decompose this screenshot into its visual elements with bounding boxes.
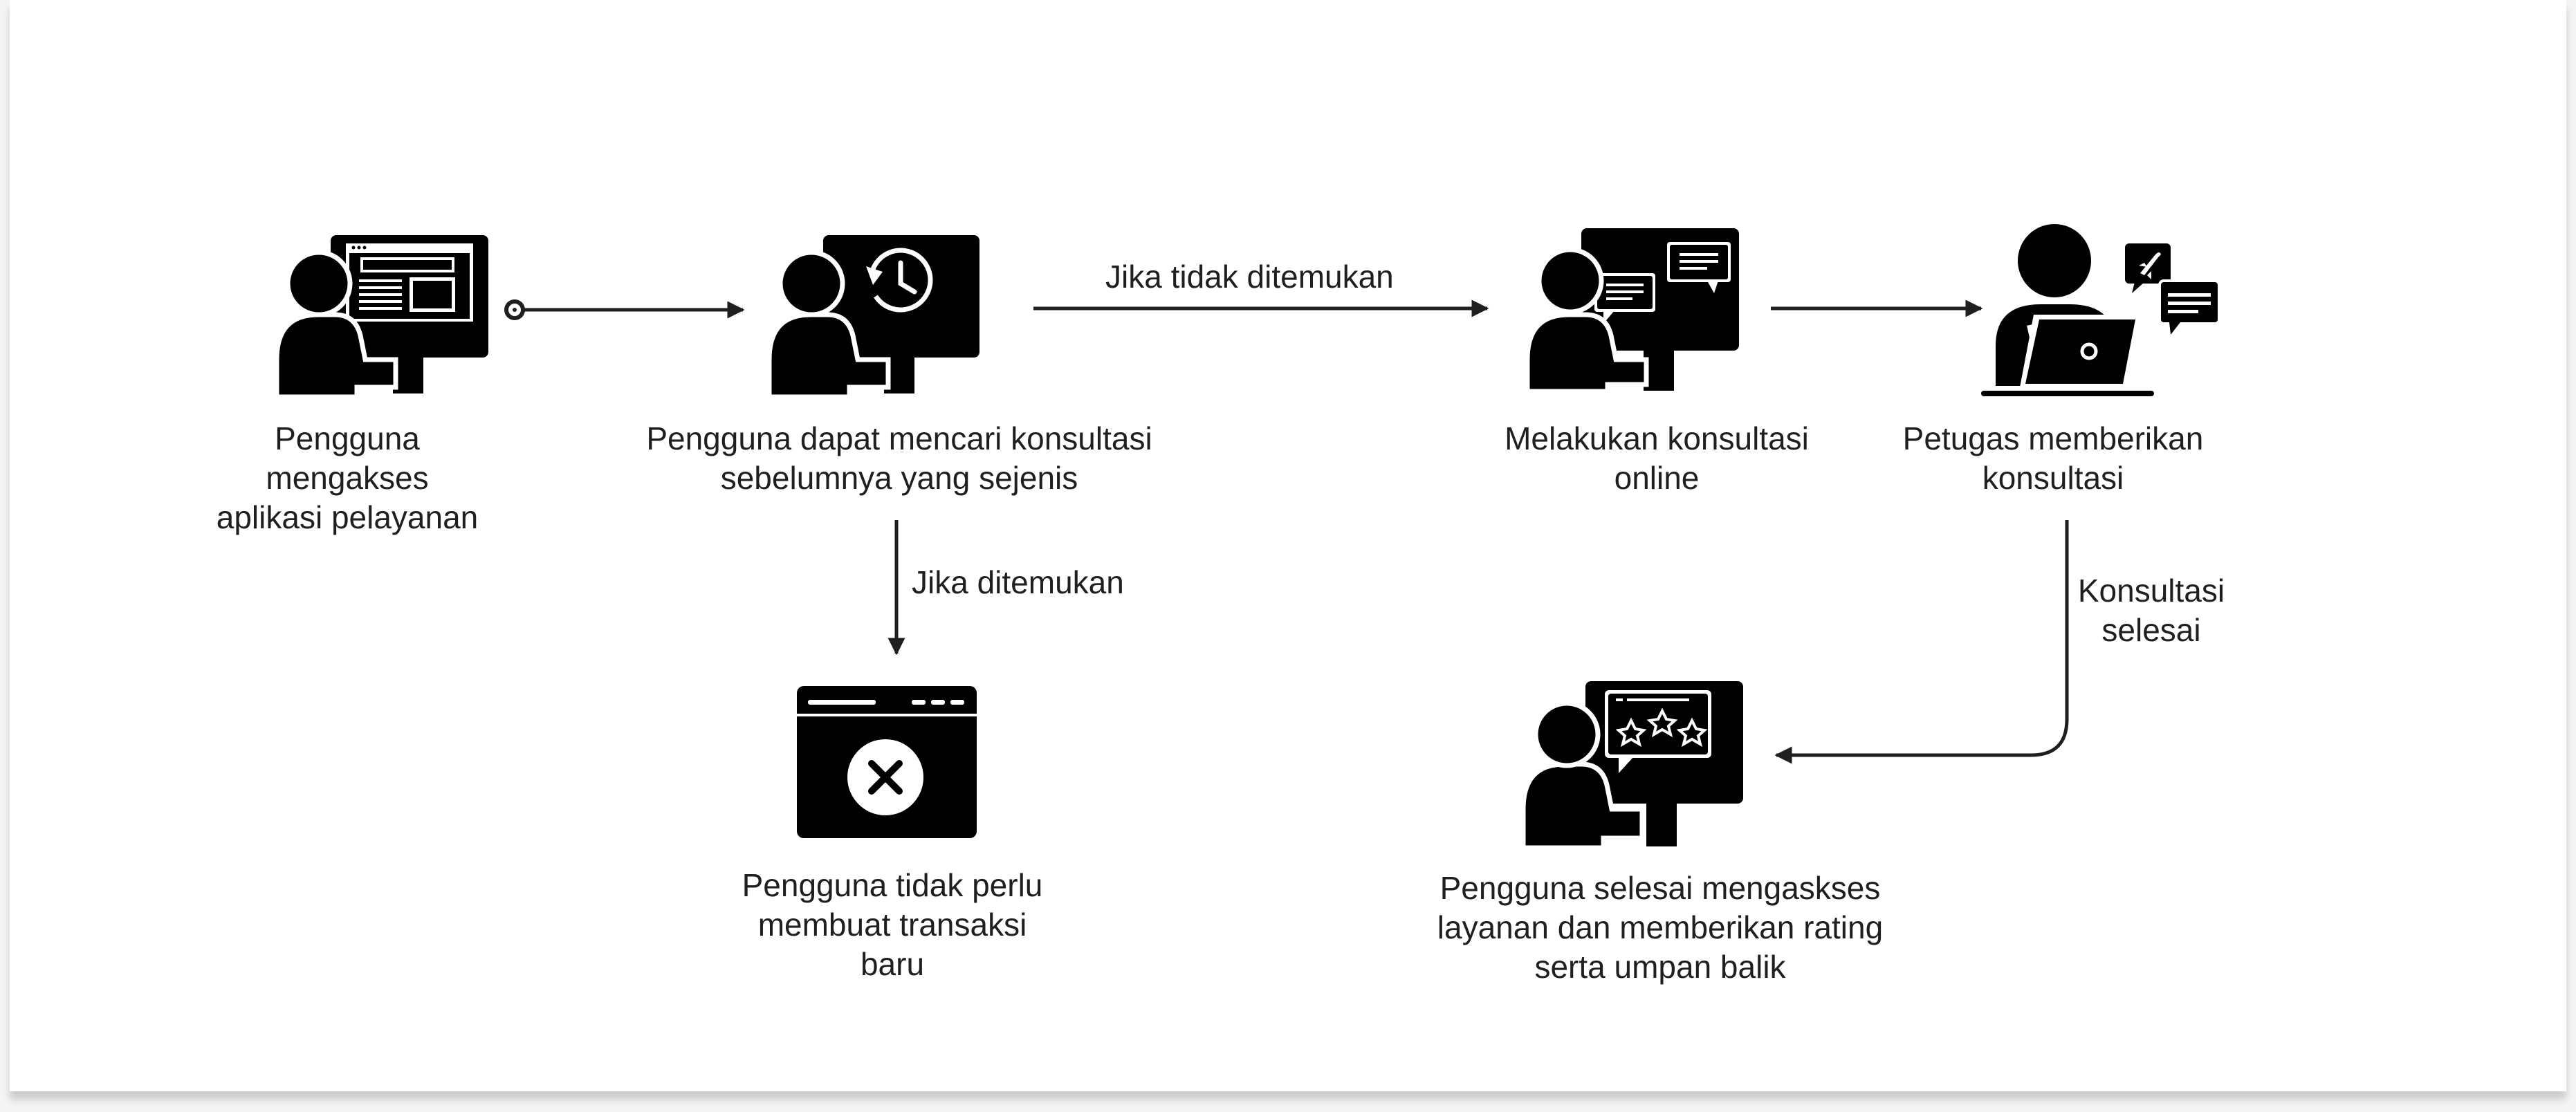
node-label-officer-consult: Petugas memberikan konsultasi — [1902, 420, 2204, 496]
node-label-search-history: Pengguna dapat mencari konsultasi sebelu… — [646, 420, 1152, 496]
user-computer-history-icon — [766, 235, 979, 400]
user-computer-app-icon — [274, 235, 488, 400]
node-label-access-app: Pengguna mengakses aplikasi pelayanan — [216, 420, 479, 535]
edge-label-finished: Konsultasi selesai — [2077, 573, 2225, 648]
edge-label-not-found: Jika tidak ditemukan — [1105, 259, 1394, 295]
arrow-finished — [1774, 520, 2069, 764]
diagram-card — [10, 0, 2566, 1091]
browser-cancel-icon — [797, 686, 977, 838]
node-label-no-transaction: Pengguna tidak perlu membuat transaksi b… — [742, 867, 1043, 982]
user-computer-chat-icon — [1525, 228, 1739, 394]
user-computer-rating-icon — [1520, 681, 1743, 851]
node-label-finish-rating: Pengguna selesai mengaskses layanan dan … — [1437, 870, 1884, 985]
node-label-online-consult: Melakukan konsultasi online — [1505, 420, 1809, 496]
edge-label-found: Jika ditemukan — [912, 564, 1124, 600]
officer-laptop-icon — [1981, 224, 2220, 396]
start-dot — [504, 299, 525, 320]
